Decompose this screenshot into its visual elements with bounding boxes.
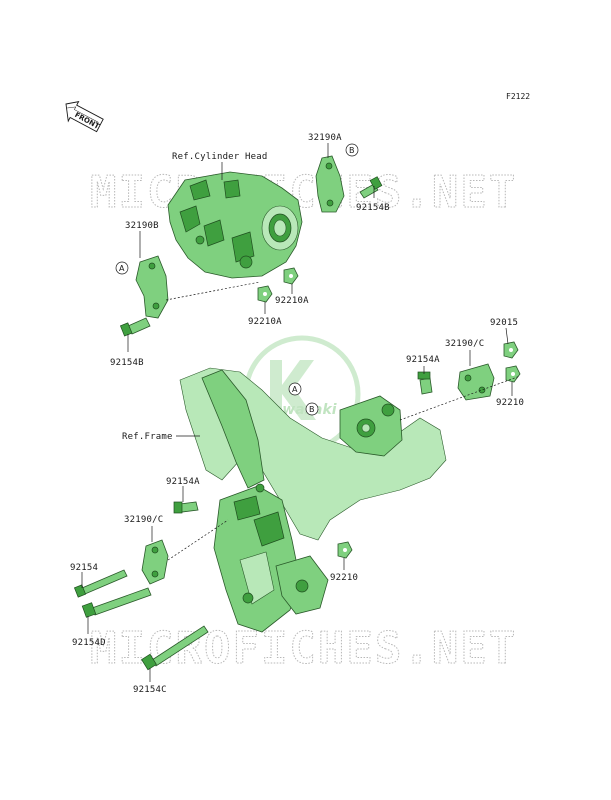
- part-92210a-2: 92210A: [248, 317, 282, 327]
- nut-92015: [503, 341, 519, 359]
- figure-code: F2122: [506, 92, 530, 101]
- part-92210a-1: 92210A: [275, 296, 309, 306]
- nut-92210-mid: [337, 541, 353, 559]
- bolt-92154b-left: [119, 317, 151, 337]
- bolt-92154b-top: [359, 176, 383, 199]
- bolt-92154a-mid: [173, 501, 199, 514]
- nut-92210a-2: [257, 285, 273, 303]
- callout-b-frame-label: B: [309, 405, 315, 414]
- part-92154: 92154: [70, 563, 98, 573]
- callout-a-frame: [288, 382, 302, 396]
- part-92210-mid: 92210: [330, 573, 358, 583]
- watermark-top: MICROFICHES.NET: [90, 167, 517, 218]
- part-32190c-top: 32190/C: [445, 339, 484, 349]
- bracket-32190b: [135, 255, 169, 319]
- part-92154a-top: 92154A: [406, 355, 440, 365]
- callout-a-top-label: A: [119, 264, 125, 273]
- ref-frame-label: Ref.Frame: [122, 432, 173, 442]
- callout-b-top-label: B: [349, 146, 355, 155]
- part-32190a: 32190A: [308, 133, 342, 143]
- bracket-32190a: [315, 155, 345, 213]
- nut-92210a-1: [283, 267, 299, 285]
- front-arrow-icon: FRONT: [65, 101, 104, 133]
- cylinder-head: [167, 171, 303, 279]
- part-92154d: 92154D: [72, 638, 106, 648]
- callout-b-top: [345, 143, 359, 157]
- frame: [179, 367, 447, 633]
- nut-92210-right: [505, 365, 521, 383]
- part-92154b-left: 92154B: [110, 358, 144, 368]
- bolt-92154a-top: [417, 371, 433, 395]
- bolt-92154c: [141, 625, 209, 671]
- bracket-32190c-top: [457, 363, 495, 401]
- part-92154c: 92154C: [133, 685, 167, 695]
- callout-a-frame-label: A: [292, 385, 298, 394]
- watermark-bottom: MICROFICHES.NET: [90, 623, 517, 674]
- part-92015: 92015: [490, 318, 518, 328]
- callout-a-top: [115, 261, 129, 275]
- part-32190b: 32190B: [125, 221, 159, 231]
- bolt-92154: [73, 569, 128, 598]
- callout-b-frame: [305, 402, 319, 416]
- ref-cylinder-head-label: Ref.Cylinder Head: [172, 152, 268, 162]
- bolt-92154d: [81, 587, 152, 618]
- part-92210-right: 92210: [496, 398, 524, 408]
- part-92154b-top: 92154B: [356, 203, 390, 213]
- bracket-32190c-left: [141, 539, 169, 585]
- part-32190c-left: 32190/C: [124, 515, 163, 525]
- part-92154a-mid: 92154A: [166, 477, 200, 487]
